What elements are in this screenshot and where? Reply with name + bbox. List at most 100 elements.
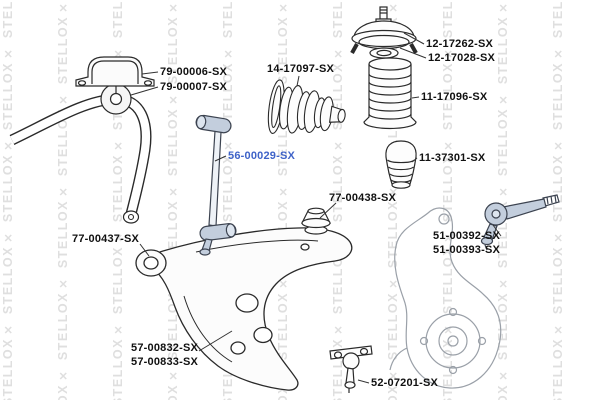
watermark-tile: ✕STELLOX — [551, 141, 565, 223]
part-label-79-00007-sx[interactable]: 79-00007-SX — [160, 81, 228, 93]
watermark-x-symbol: ✕ — [443, 325, 453, 337]
watermark-tile: ✕STELLOX — [276, 279, 290, 361]
watermark-tile: ✕STELLOX — [331, 49, 345, 131]
stabilizer-bushing-drawing — [100, 83, 132, 115]
watermark-tile: ✕STELLOX — [56, 279, 70, 361]
watermark-x-symbol: ✕ — [333, 325, 343, 337]
watermark-tile: ✕STELLOX — [441, 49, 455, 131]
watermark-x-symbol: ✕ — [113, 325, 123, 337]
watermark-x-symbol: ✕ — [58, 279, 68, 291]
watermark-tile: ✕STELLOX — [331, 325, 345, 400]
steering-rack-boot-drawing — [267, 79, 346, 134]
watermark-tile: ✕STELLOX — [56, 187, 70, 269]
part-label-12-17262-sx[interactable]: 12-17262-SX — [426, 38, 494, 50]
watermark-tile: ✕STELLOX — [56, 3, 70, 85]
watermark-tile: ✕STELLOX — [221, 141, 235, 223]
watermark-tile: ✕STELLOX — [166, 95, 180, 177]
watermark-x-symbol: ✕ — [553, 141, 563, 153]
watermark-x-symbol: ✕ — [168, 3, 178, 15]
watermark-x-symbol: ✕ — [498, 187, 508, 199]
watermark-x-symbol: ✕ — [553, 49, 563, 61]
watermark-x-symbol: ✕ — [3, 325, 13, 337]
watermark-tile: ✕STELLOX — [441, 325, 455, 400]
watermark-x-symbol: ✕ — [58, 371, 68, 383]
part-label-11-37301-sx[interactable]: 11-37301-SX — [419, 152, 486, 164]
watermark-tile: ✕STELLOX — [441, 233, 455, 315]
watermark-tile: ✕STELLOX — [221, 50, 235, 131]
watermark-x-symbol: ✕ — [443, 49, 453, 61]
watermark-x-symbol: ✕ — [168, 187, 178, 199]
watermark-x-symbol: ✕ — [553, 233, 563, 245]
watermark-x-symbol: ✕ — [333, 49, 343, 61]
watermark-x-symbol: ✕ — [113, 141, 123, 153]
watermark-tile: ✕STELLOX — [496, 4, 510, 85]
watermark-tile: ✕STELLOX — [276, 187, 290, 269]
part-label-77-00437-sx[interactable]: 77-00437-SX — [72, 233, 140, 245]
watermark-x-symbol: ✕ — [443, 233, 453, 245]
watermark-tile: ✕STELLOX — [386, 279, 400, 361]
watermark-x-symbol: ✕ — [168, 95, 178, 107]
part-label-57-00832-sx[interactable]: 57-00832-SX — [131, 342, 199, 354]
watermark-x-symbol: ✕ — [498, 95, 508, 107]
watermark-x-symbol: ✕ — [443, 141, 453, 153]
watermark-x-symbol: ✕ — [498, 371, 508, 383]
steering-knuckle-drawing — [389, 207, 502, 389]
watermark-tile: ✕STELLOX — [56, 371, 70, 400]
watermark-tile: ✕STELLOX — [386, 187, 400, 269]
watermark-x-symbol: ✕ — [168, 371, 178, 383]
watermark-tile: ✕STELLOX — [551, 325, 565, 400]
part-label-52-07201-sx[interactable]: 52-07201-SX — [371, 377, 439, 389]
stabilizer-bar-drawing — [9, 93, 152, 224]
part-label-51-00392-sx[interactable]: 51-00392-SX — [433, 230, 501, 242]
part-label-57-00833-sx[interactable]: 57-00833-SX — [131, 356, 199, 368]
part-label-79-00006-sx[interactable]: 79-00006-SX — [160, 66, 228, 78]
watermark-x-symbol: ✕ — [58, 95, 68, 107]
watermark-x-symbol: ✕ — [333, 141, 343, 153]
watermark-x-symbol: ✕ — [388, 279, 398, 291]
watermark-tile: ✕STELLOX — [111, 233, 125, 315]
watermark-tile: ✕STELLOX — [111, 50, 125, 131]
watermark-tile: ✕STELLOX — [111, 141, 125, 223]
watermark-tile: ✕STELLOX — [1, 50, 15, 131]
part-label-56-00029-sx[interactable]: 56-00029-SX — [228, 150, 296, 162]
watermark-x-symbol: ✕ — [278, 3, 288, 15]
watermark-x-symbol: ✕ — [223, 141, 233, 153]
control-arm-drawing — [135, 227, 353, 391]
watermark-x-symbol: ✕ — [498, 279, 508, 291]
watermark-x-symbol: ✕ — [113, 233, 123, 245]
leader-lines — [130, 32, 502, 384]
watermark-x-symbol: ✕ — [388, 187, 398, 199]
ball-joint-drawing — [329, 345, 373, 393]
watermark-x-symbol: ✕ — [388, 371, 398, 383]
watermark-x-symbol: ✕ — [553, 325, 563, 337]
watermark-tile: ✕STELLOX — [551, 49, 565, 131]
strut-dust-boot-drawing — [363, 57, 417, 130]
watermark-tile: ✕STELLOX — [166, 187, 180, 269]
watermark-x-symbol: ✕ — [278, 187, 288, 199]
watermark-tile: ✕STELLOX — [441, 141, 455, 223]
part-label-77-00438-sx[interactable]: 77-00438-SX — [329, 192, 397, 204]
part-label-51-00393-sx[interactable]: 51-00393-SX — [433, 244, 501, 256]
part-label-12-17028-sx[interactable]: 12-17028-SX — [428, 52, 496, 64]
watermark-tile: ✕STELLOX — [1, 142, 15, 223]
watermark-tile: ✕STELLOX — [1, 325, 15, 400]
watermark-tile: ✕STELLOX — [56, 95, 70, 177]
watermark-tile: ✕STELLOX — [496, 187, 510, 269]
watermark-tile: ✕STELLOX — [551, 233, 565, 315]
part-label-14-17097-sx[interactable]: 14-17097-SX — [267, 63, 335, 75]
watermark-x-symbol: ✕ — [58, 187, 68, 199]
strut-mount-drawing — [350, 6, 418, 59]
watermark-tile: ✕STELLOX — [111, 325, 125, 400]
watermark-x-symbol: ✕ — [388, 3, 398, 15]
watermark-tile: ✕STELLOX — [1, 233, 15, 315]
bump-stop-drawing — [385, 140, 417, 189]
watermark-x-symbol: ✕ — [278, 279, 288, 291]
watermark-tile: ✕STELLOX — [166, 371, 180, 400]
watermark-x-symbol: ✕ — [3, 233, 13, 245]
watermark-tile: ✕STELLOX — [166, 3, 180, 85]
part-label-11-17096-sx[interactable]: 11-17096-SX — [421, 91, 488, 103]
watermark-x-symbol: ✕ — [58, 3, 68, 15]
watermark-tile: ✕STELLOX — [496, 95, 510, 177]
